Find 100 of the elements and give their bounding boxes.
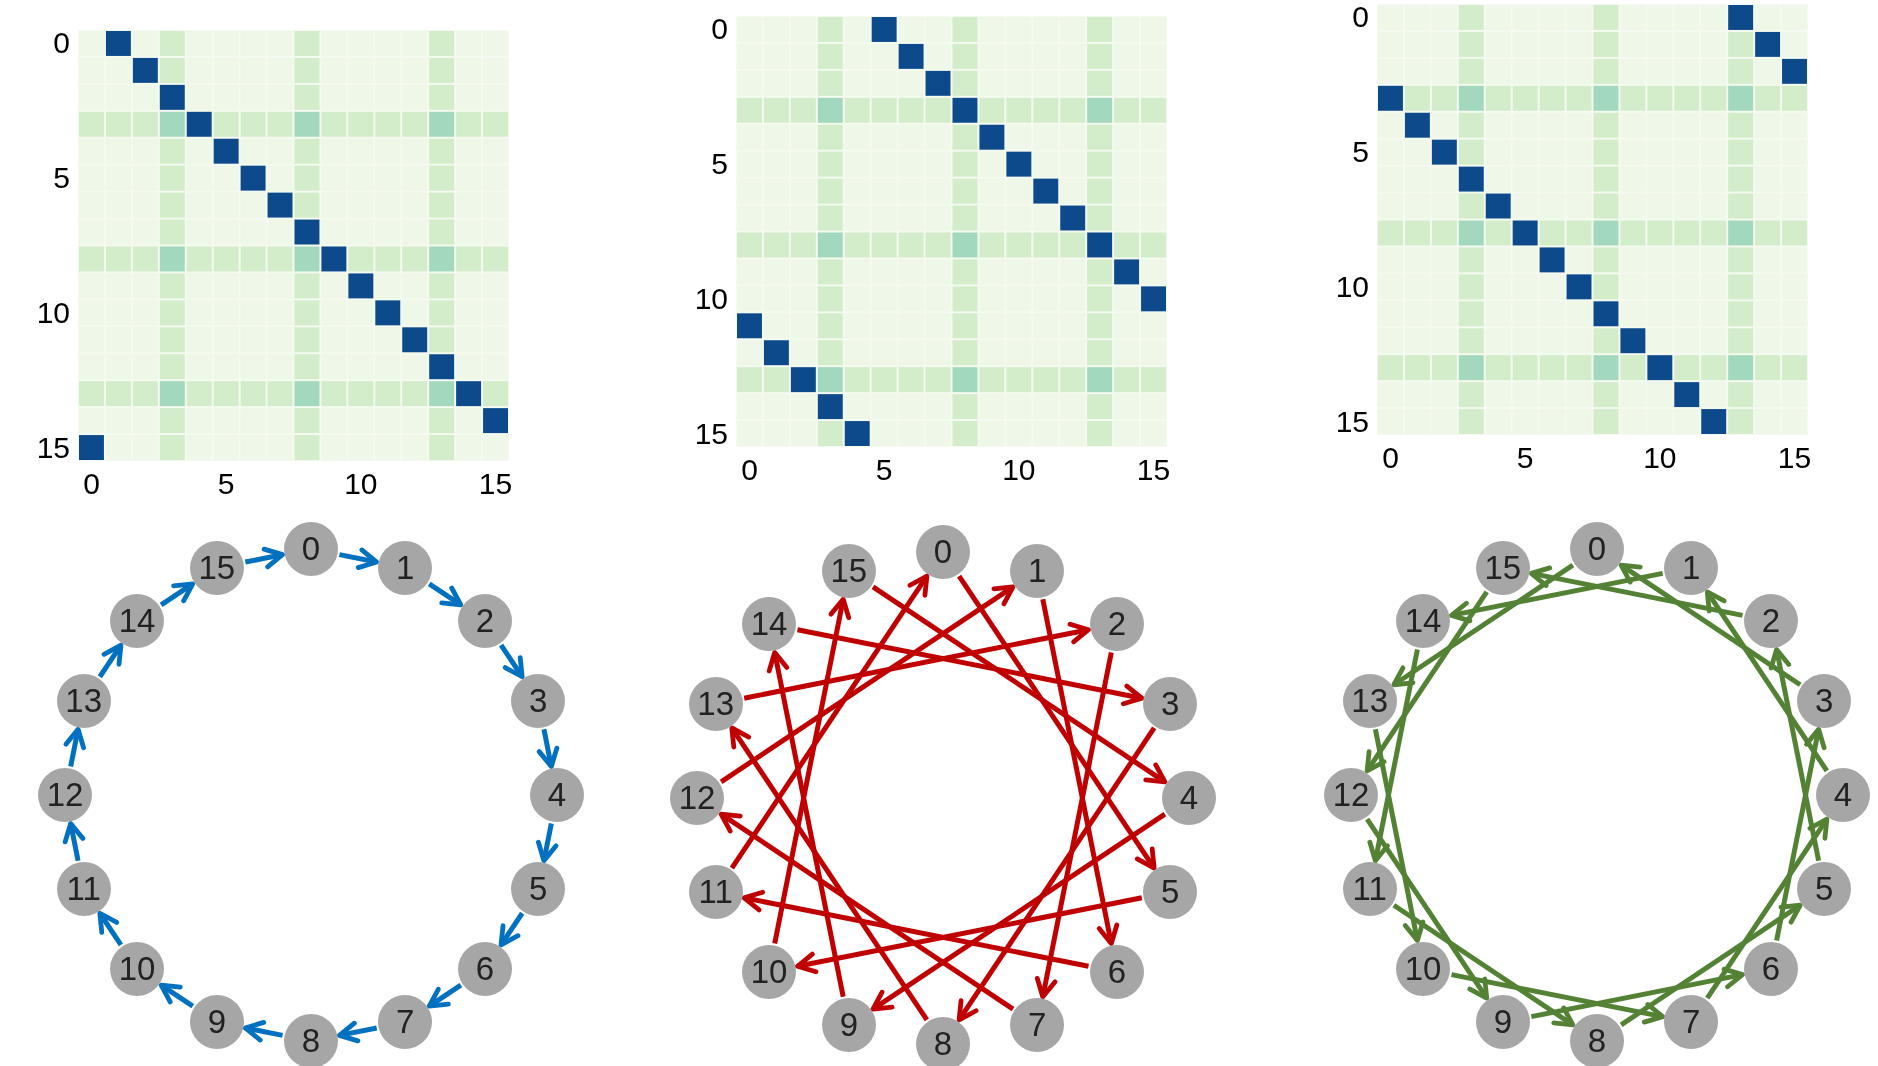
graph-node: 5 [1143,865,1198,920]
arrow [1774,726,1827,941]
arrow [772,596,852,944]
arrow [338,547,380,570]
arrow [719,584,1016,784]
axis-tick-label: 15 [478,469,513,499]
axis-tick-label: 5 [1352,137,1369,168]
arrow [729,573,930,870]
graph-node: 14 [1396,594,1451,649]
axis-tick-label: 10 [1002,455,1036,485]
axis-tick-label: 0 [83,469,100,499]
graph-node: 2 [1743,594,1798,649]
arrow [957,574,1157,871]
graph-node: 3 [1143,676,1198,731]
arrow [795,895,1143,975]
axis-tick-label: 15 [1136,455,1171,485]
graph-node: 15 [189,540,244,595]
axis-tick-label: 5 [711,149,728,180]
graph-node: 0 [916,525,970,579]
axis-tick-label: 0 [741,455,758,485]
arrow [1528,565,1743,618]
graph-node: 15 [821,543,876,598]
arrow [97,910,124,947]
graph-node: 14 [110,594,165,649]
arrow [1364,590,1489,774]
graph-node: 4 [1816,768,1870,822]
graph-node: 0 [1570,522,1624,576]
arrow [1372,728,1426,943]
graph-node: 7 [1010,998,1065,1053]
axis-tick-label: 15 [694,418,728,449]
axis-tick-label: 10 [694,283,728,314]
axis-tick-label: 0 [1382,443,1399,473]
graph-node: 1 [378,540,433,595]
graph-node: 2 [457,594,512,649]
arrow [741,889,1089,969]
arrow [1449,570,1664,624]
axis-tick-label: 5 [217,469,235,499]
arrow [158,982,195,1009]
arrow [337,1020,378,1044]
graph-node: 12 [670,771,724,825]
arrow [1367,649,1420,864]
graph-node: 7 [1664,995,1719,1050]
axis-tick-label: 15 [1777,443,1812,473]
graph-node: 6 [1089,944,1144,999]
graph-node: 9 [1475,995,1530,1050]
arrow [956,726,1157,1023]
arrow [244,546,285,570]
axis-tick-label: 10 [1335,271,1369,302]
arrow [1618,562,1802,687]
arrow [766,650,846,998]
axis-tick-label: 15 [1335,406,1369,437]
graph-node: 6 [1743,941,1798,996]
axis-tick-label: 0 [1352,2,1369,33]
graph-node: 6 [457,941,512,996]
arrow [718,811,1015,1012]
arrow [871,584,1168,785]
axis-tick-label: 0 [53,28,70,59]
arrow [1705,816,1830,1000]
graph-node: 10 [1396,941,1451,996]
graph-node: 14 [742,597,797,652]
arrow [426,982,463,1009]
arrow [1704,589,1829,773]
graph-node: 5 [1797,862,1852,917]
axis-tick-label: 5 [1516,443,1534,473]
arrow [427,581,464,608]
axis-tick-label: 5 [875,455,893,485]
graph-node: 1 [1664,540,1719,595]
graph-node: 12 [1324,768,1378,822]
graph-node: 13 [688,676,743,731]
graph-node: 12 [38,768,92,822]
axis-tick-label: 15 [36,432,70,463]
arrow [743,621,1091,701]
graph-node: 11 [1342,862,1397,917]
graph-node: 11 [56,862,111,917]
graph-node: 8 [916,1017,970,1066]
arrow [870,812,1167,1012]
arrow [1034,652,1114,1000]
arrow [498,911,525,948]
graph-node: 9 [821,998,876,1053]
graph-node: 7 [378,995,433,1050]
arrow [536,728,560,769]
arrow [1365,817,1490,1001]
graph-node: 8 [1570,1014,1624,1066]
arrow [797,627,1145,707]
graph-node: 15 [1475,540,1530,595]
arrow [1451,972,1666,1025]
graph-node: 9 [189,995,244,1050]
graph-node: 4 [530,768,584,822]
graph-node: 3 [511,673,566,728]
axis-tick-label: 10 [36,297,70,328]
arrow [1768,647,1822,862]
arrow [242,1020,284,1043]
graph-node: 1 [1010,543,1065,598]
axis-tick-label: 0 [711,14,728,45]
arrow [1040,598,1120,946]
axis-tick-label: 10 [1643,443,1677,473]
arrow [729,725,929,1022]
graph-node: 2 [1089,597,1144,652]
graph-node: 3 [1797,673,1852,728]
arrow [97,642,124,679]
